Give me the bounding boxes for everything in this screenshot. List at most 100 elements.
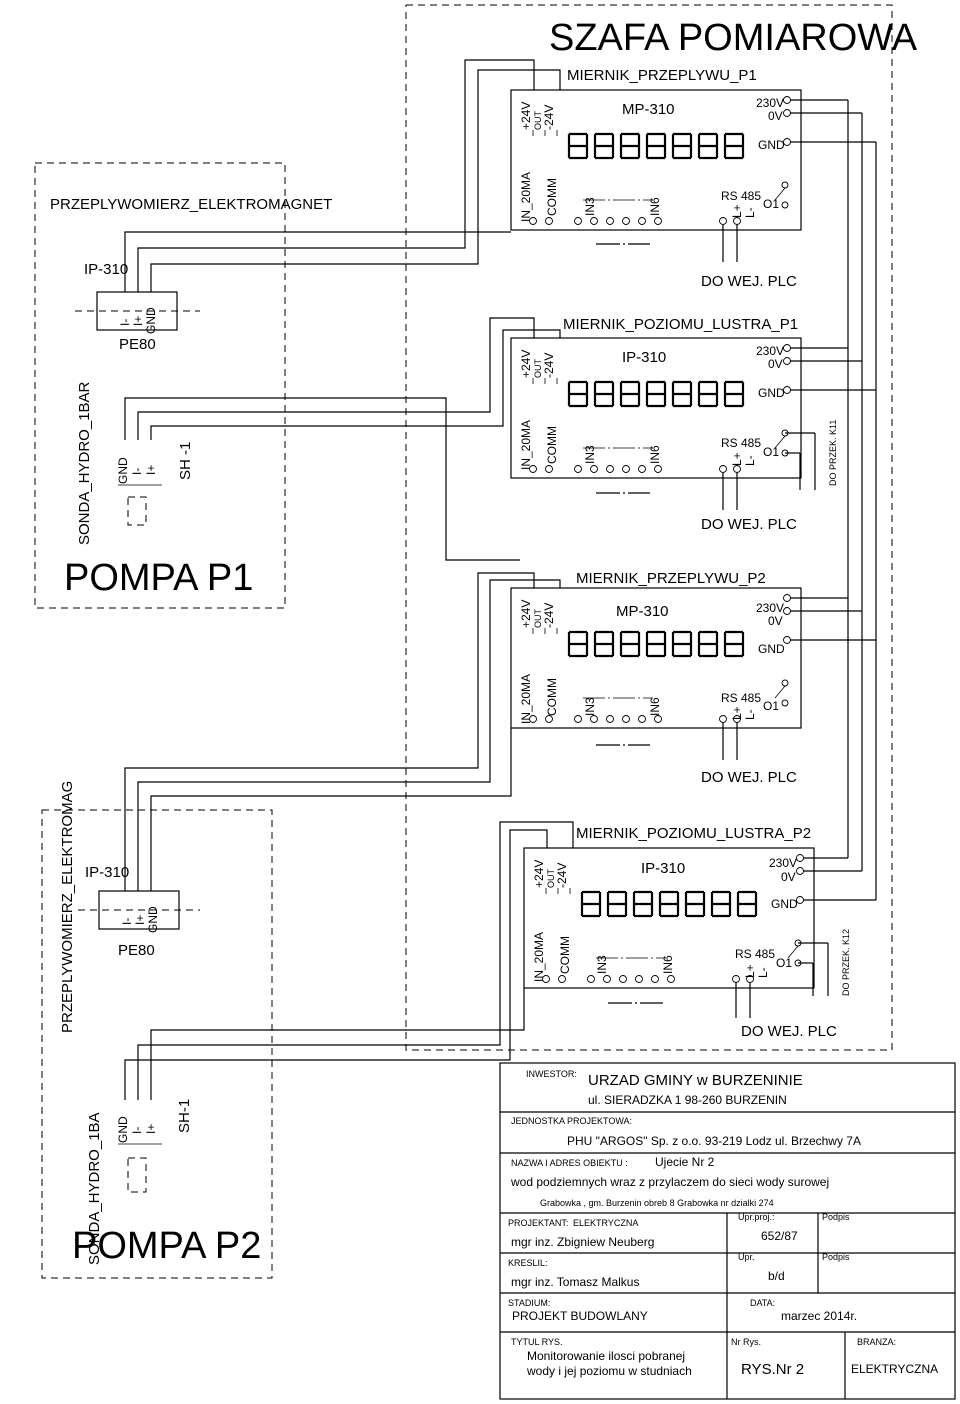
- relay-label: O1: [763, 699, 779, 713]
- pump-p2-border: [41, 809, 273, 1279]
- terminal-label: IN_20MA: [519, 172, 533, 222]
- terminal-label: OUT: [533, 359, 543, 379]
- terminal-label: IN3: [583, 197, 597, 216]
- power-bus: [785, 99, 877, 996]
- relay-label: O1: [763, 197, 779, 211]
- terminal-label: I-: [120, 918, 134, 925]
- terminal-label: I+: [144, 465, 158, 475]
- rs-label: RS 485: [735, 947, 775, 961]
- relay-label: O1: [763, 445, 779, 459]
- plc-wires: [722, 225, 751, 1018]
- terminal-label: IN3: [583, 697, 597, 716]
- unit-label: JEDNOSTKA PROJEKTOWA:: [511, 1116, 632, 1126]
- terminal-label: IN6: [648, 197, 662, 216]
- drawing-no-value: RYS.Nr 2: [741, 1361, 804, 1378]
- flow-model: IP-310: [84, 261, 128, 278]
- terminal-label: COMM: [545, 178, 559, 216]
- date-label: DATA:: [750, 1298, 775, 1308]
- upr-value: b/d: [768, 1269, 785, 1283]
- sign-label: Podpis: [822, 1252, 850, 1262]
- branch-label: BRANZA:: [857, 1337, 896, 1347]
- meter-name: MIERNIK_POZIOMU_LUSTRA_P1: [563, 316, 798, 333]
- rs-label: RS 485: [721, 691, 761, 705]
- terminal-label: I+: [133, 915, 147, 925]
- rs-terminal: L-: [743, 207, 757, 218]
- investor-label: INWESTOR:: [526, 1069, 577, 1079]
- pump-p2-group: PRZEPLYWOMIERZ_ELEKTROMAG IP-310 I- I+ G…: [41, 781, 273, 1279]
- terminal-label: IN6: [661, 955, 675, 974]
- meter-name: MIERNIK_POZIOMU_LUSTRA_P2: [576, 825, 811, 842]
- drawing-no-label: Nr Rys.: [731, 1337, 761, 1347]
- terminal-label: COMM: [545, 678, 559, 716]
- terminal-label: -24V: [542, 603, 556, 628]
- power-label: 230V: [769, 856, 797, 870]
- terminal-label: COMM: [558, 936, 572, 974]
- plc-label: DO WEJ. PLC: [741, 1023, 837, 1040]
- meter-model: IP-310: [622, 349, 666, 366]
- rs-label: RS 485: [721, 436, 761, 450]
- power-label: GND: [771, 897, 798, 911]
- power-label: GND: [758, 138, 785, 152]
- designer-label: PROJEKTANT:: [508, 1218, 568, 1228]
- rs-terminal: L-: [743, 455, 757, 466]
- object-line1: Ujecie Nr 2: [655, 1155, 715, 1169]
- terminal-label: IN_20MA: [519, 420, 533, 470]
- pump-p1-wires: [124, 59, 561, 561]
- power-label: 0V: [768, 357, 783, 371]
- investor-line2: ul. SIERADZKA 1 98-260 BURZENIN: [588, 1093, 787, 1107]
- terminal-label: +24V: [519, 350, 533, 378]
- power-label: 230V: [756, 601, 784, 615]
- rs-terminal: L+: [730, 452, 744, 466]
- title-block: INWESTOR: URZAD GMINY w BURZENINIE ul. S…: [499, 1062, 956, 1400]
- terminal-label: IN_20MA: [532, 932, 546, 982]
- drawing-title-line1: Monitorowanie ilosci pobranej: [527, 1349, 685, 1363]
- power-label: 0V: [768, 614, 783, 628]
- terminal-label: OUT: [546, 869, 556, 889]
- power-label: 230V: [756, 96, 784, 110]
- cabinet-border: [405, 4, 893, 1051]
- pump-title: POMPA P1: [64, 557, 253, 599]
- pump-p2-wires: [124, 572, 574, 1100]
- plc-label: DO WEJ. PLC: [701, 273, 797, 290]
- unit-value: PHU "ARGOS" Sp. z o.o. 93-219 Lodz ul. B…: [567, 1134, 861, 1148]
- terminal-label: COMM: [545, 426, 559, 464]
- pipe-label: PE80: [119, 336, 156, 353]
- drawing-title-line2: wody i jej poziomu w studniach: [526, 1364, 692, 1378]
- plc-label: DO WEJ. PLC: [701, 769, 797, 786]
- object-line3: Grabowka , gm. Burzenin obreb 8 Grabowka…: [540, 1198, 774, 1208]
- flow-model: IP-310: [85, 864, 129, 881]
- terminal-label: I+: [144, 1124, 158, 1134]
- terminal-label: I-: [118, 319, 132, 326]
- cabinet-title: SZAFA POMIAROWA: [549, 17, 918, 59]
- probe-body: [127, 496, 147, 526]
- meter-model: MP-310: [616, 603, 669, 620]
- terminal-label: -24V: [542, 105, 556, 130]
- power-label: GND: [758, 642, 785, 656]
- terminal-label: +24V: [532, 860, 546, 888]
- probe-label: SONDA_HYDRO_1BAR: [76, 381, 93, 545]
- pump-p1-group: PRZEPLYWOMIERZ_ELEKTROMAGNET IP-310 I- I…: [34, 162, 332, 609]
- terminal-label: OUT: [533, 111, 543, 131]
- designer-branch: ELEKTRYCZNA: [573, 1218, 638, 1228]
- terminal-label: IN3: [583, 445, 597, 464]
- probe-label: SONDA_HYDRO_1BA: [86, 1112, 103, 1265]
- rs-terminal: L+: [743, 964, 757, 978]
- power-label: 230V: [756, 344, 784, 358]
- terminal-label: I-: [130, 1127, 144, 1134]
- side-label: DO PRZEK. K12: [841, 929, 851, 996]
- terminal-label: IN6: [648, 445, 662, 464]
- flowmeter-label: PRZEPLYWOMIERZ_ELEKTROMAGNET: [50, 196, 332, 213]
- terminal-label: +24V: [519, 102, 533, 130]
- side-label: DO PRZEK. K11: [828, 420, 838, 486]
- probe-body: [127, 1157, 147, 1193]
- terminal-label: IN_20MA: [519, 674, 533, 724]
- branch-value: ELEKTRYCZNA: [851, 1362, 938, 1376]
- sh-label: SH -1: [177, 442, 194, 480]
- object-label: NAZWA I ADRES OBIEKTU :: [511, 1158, 628, 1168]
- sign-label: Podpis: [822, 1212, 850, 1222]
- object-line2: wod podziemnych wraz z przylaczem do sie…: [510, 1175, 829, 1189]
- terminal-label: -24V: [555, 863, 569, 888]
- power-label: 0V: [768, 109, 783, 123]
- terminal-label: GND: [116, 457, 130, 484]
- power-label: GND: [758, 386, 785, 400]
